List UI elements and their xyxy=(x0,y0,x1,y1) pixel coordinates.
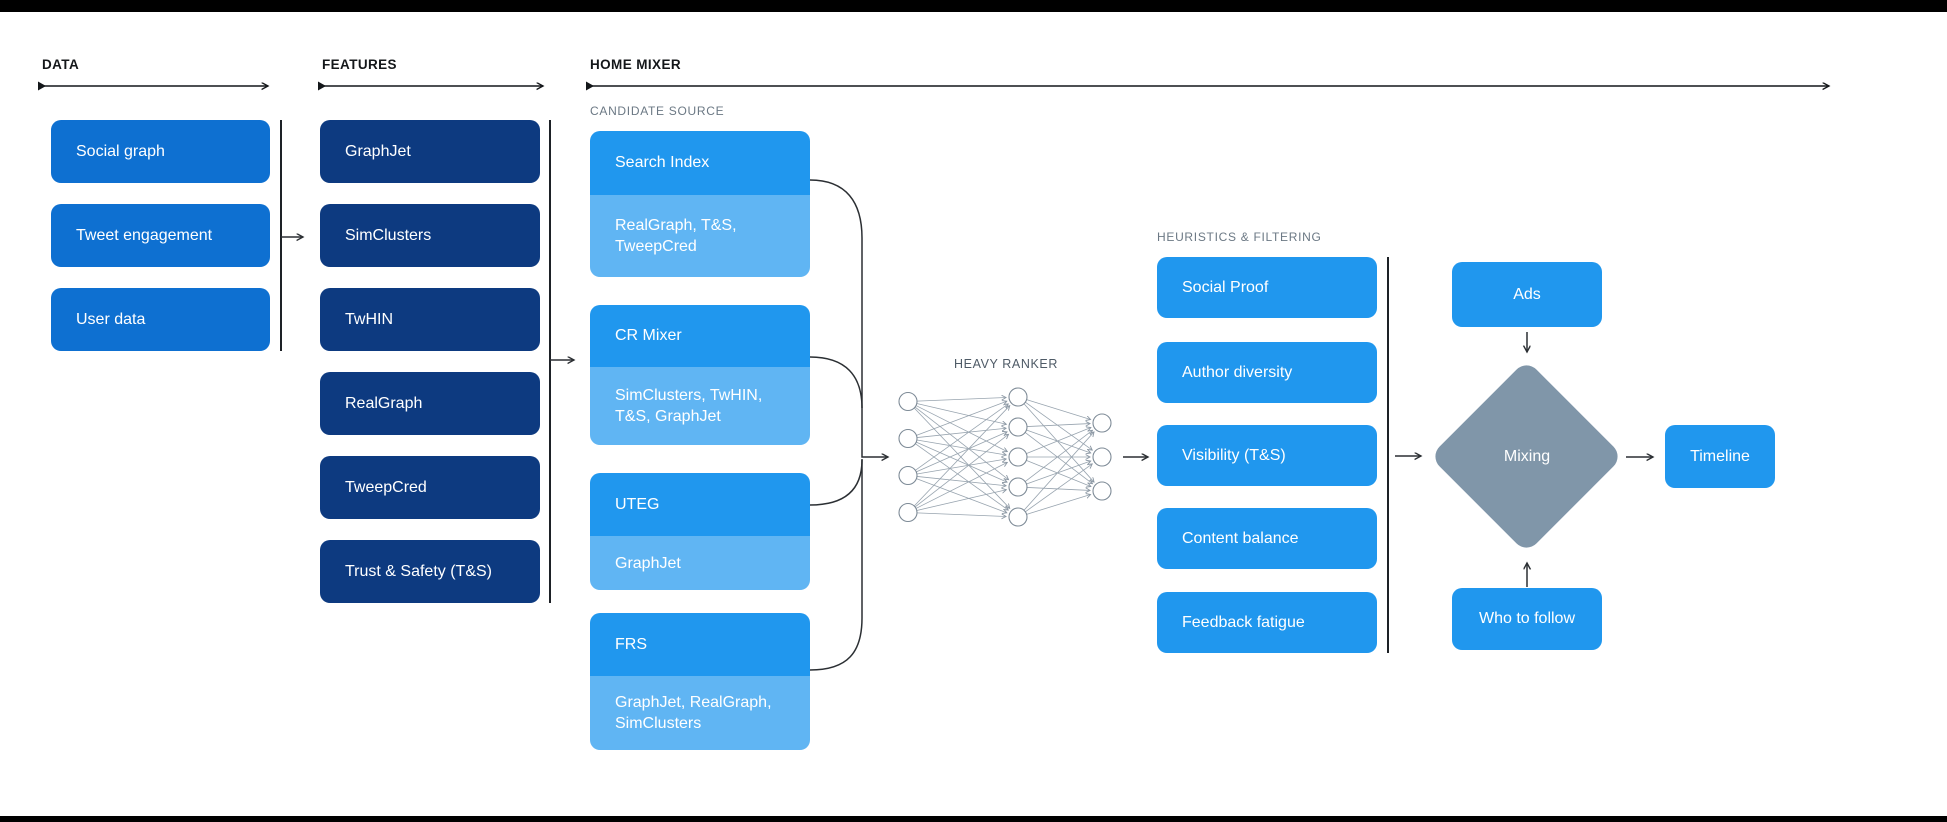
timeline-box: Timeline xyxy=(1665,425,1775,488)
filter-box-content-balance: Content balance xyxy=(1157,508,1377,569)
data-box-social-graph: Social graph xyxy=(51,120,270,183)
candidate-group-search-index: Search Index RealGraph, T&S, TweepCred xyxy=(590,131,810,277)
who-to-follow-box: Who to follow xyxy=(1452,588,1602,650)
candidate-sources: SimClusters, TwHIN, T&S, GraphJet xyxy=(590,367,810,445)
filter-box-social-proof: Social Proof xyxy=(1157,257,1377,318)
filter-box-visibility: Visibility (T&S) xyxy=(1157,425,1377,486)
candidate-sources: RealGraph, T&S, TweepCred xyxy=(590,195,810,277)
bottom-black-bar xyxy=(0,816,1947,822)
candidate-sources: GraphJet xyxy=(590,536,810,590)
candidate-group-cr-mixer: CR Mixer SimClusters, TwHIN, T&S, GraphJ… xyxy=(590,305,810,445)
candidate-group-frs: FRS GraphJet, RealGraph, SimClusters xyxy=(590,613,810,750)
filter-box-feedback-fatigue: Feedback fatigue xyxy=(1157,592,1377,653)
section-label-candidate-source: CANDIDATE SOURCE xyxy=(590,104,725,118)
neural-network-diagram xyxy=(898,387,1112,527)
section-label-data: DATA xyxy=(42,57,80,72)
feature-box-tweepcred: TweepCred xyxy=(320,456,540,519)
feature-box-realgraph: RealGraph xyxy=(320,372,540,435)
feature-box-graphjet: GraphJet xyxy=(320,120,540,183)
mixing-label: Mixing xyxy=(1503,448,1551,465)
candidate-group-uteg: UTEG GraphJet xyxy=(590,473,810,590)
section-label-home-mixer: HOME MIXER xyxy=(590,57,682,72)
filter-box-author-diversity: Author diversity xyxy=(1157,342,1377,403)
candidate-name: UTEG xyxy=(590,473,810,536)
feature-box-twhin: TwHIN xyxy=(320,288,540,351)
top-black-bar xyxy=(0,0,1947,12)
candidate-name: FRS xyxy=(590,613,810,676)
data-box-user-data: User data xyxy=(51,288,270,351)
candidate-connectors xyxy=(809,179,888,671)
candidate-sources: GraphJet, RealGraph, SimClusters xyxy=(590,676,810,750)
feature-box-trust-safety: Trust & Safety (T&S) xyxy=(320,540,540,603)
section-arrow-features xyxy=(318,81,543,91)
section-arrow-home-mixer xyxy=(586,81,1829,91)
feature-box-simclusters: SimClusters xyxy=(320,204,540,267)
section-label-features: FEATURES xyxy=(322,57,397,72)
data-box-tweet-engagement: Tweet engagement xyxy=(51,204,270,267)
section-arrow-data xyxy=(38,81,268,91)
section-label-heuristics-filtering: HEURISTICS & FILTERING xyxy=(1157,230,1322,244)
candidate-name: Search Index xyxy=(590,131,810,195)
ads-box: Ads xyxy=(1452,262,1602,327)
candidate-name: CR Mixer xyxy=(590,305,810,367)
section-label-heavy-ranker: HEAVY RANKER xyxy=(954,357,1058,371)
